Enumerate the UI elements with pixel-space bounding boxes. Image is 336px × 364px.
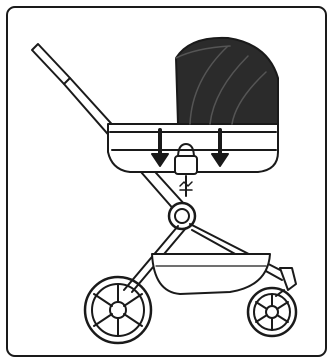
shopping-basket — [152, 254, 270, 294]
rear-wheel — [85, 277, 151, 343]
front-wheel — [248, 288, 296, 336]
canopy — [176, 38, 278, 124]
